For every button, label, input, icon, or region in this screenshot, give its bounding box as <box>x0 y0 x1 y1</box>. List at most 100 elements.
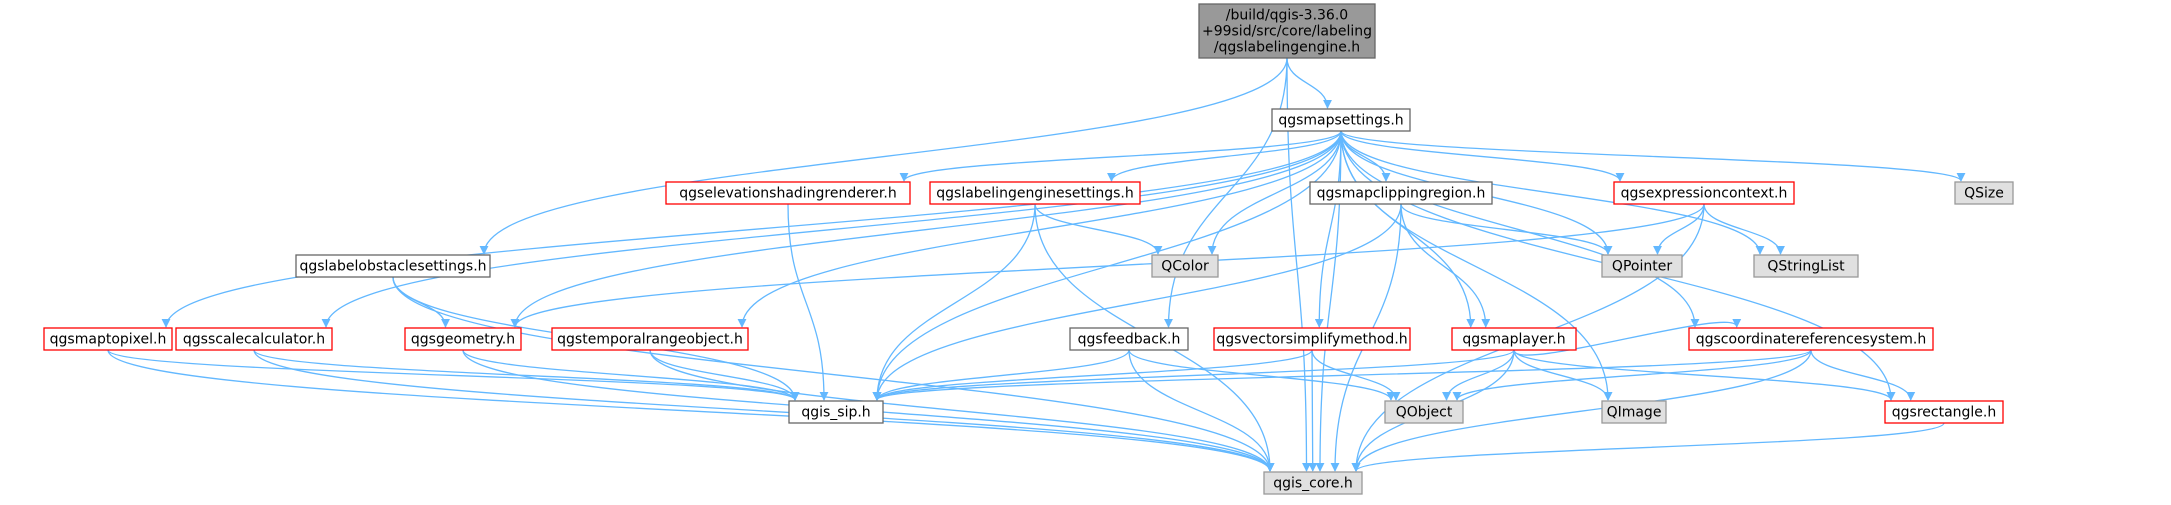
edge-qgslabelobstaclesettings_h-to-qgis_core_h <box>392 276 1275 472</box>
edge-qgsmapclippingregion_h-to-qgis_sip_h <box>872 203 1402 401</box>
node-qsize[interactable]: QSize <box>1954 181 2014 205</box>
edge-qgsmapsettings_h-to-qgsgeometry_h <box>510 130 1342 328</box>
edge-qgsmaptopixel_h-to-qgis_sip_h <box>107 349 800 401</box>
node-qgsmapclippingregion-h[interactable]: qgsmapclippingregion.h <box>1309 181 1493 205</box>
edge-qgscoordinatereferencesystem_h-to-qgis_core_h <box>1351 349 1812 472</box>
node-box <box>43 327 173 351</box>
edge-qgsmaplayer_h-to-qobject <box>1442 349 1515 401</box>
node-box <box>1884 400 2004 424</box>
edge-qgscoordinatereferencesystem_h-to-qobject <box>1452 349 1812 401</box>
edge-qgsmapsettings_h-to-qgsscalecalculator_h <box>321 130 1342 328</box>
edge-qgsmapsettings_h-to-qgscoordinatereferencesystem_h <box>1340 130 1700 328</box>
edge-qgsrectangle_h-to-qgis_core_h <box>1351 422 1945 472</box>
edge-qgsmaplayer_h-to-qgis_sip_h <box>872 349 1515 401</box>
node-box <box>1069 327 1189 351</box>
node-qgis-core-h[interactable]: qgis_core.h <box>1263 471 1363 495</box>
edge-qgscoordinatereferencesystem_h-to-qgsrectangle_h <box>1810 349 1916 401</box>
node-qpointer[interactable]: QPointer <box>1601 254 1683 278</box>
node-label: qgsscalecalculator.h <box>183 332 325 348</box>
node-qgslabelobstaclesettings-h[interactable]: qgslabelobstaclesettings.h <box>295 254 491 278</box>
edge-qgsmapclippingregion_h-to-qpointer <box>1400 203 1613 255</box>
edge-qgsexpressioncontext_h-to-qpointer <box>1653 203 1705 255</box>
node-label: qgslabelingenginesettings.h <box>936 186 1133 202</box>
edge-qgscoordinatereferencesystem_h-to-qgis_sip_h <box>872 349 1812 401</box>
node-qgselevationshadingrenderer-h[interactable]: qgselevationshadingrenderer.h <box>665 181 911 205</box>
edge-qgslabelingengine_h-to-qgsfeedback_h <box>1164 57 1288 328</box>
node-qcolor[interactable]: QColor <box>1151 254 1219 278</box>
node-box <box>788 400 884 424</box>
edge-qgslabelingengine_h-to-qgslabelobstaclesettings_h <box>479 57 1288 255</box>
node-box <box>1309 181 1493 205</box>
node-label: qgsmapsettings.h <box>1278 113 1403 129</box>
node-box <box>1613 181 1795 205</box>
node-box <box>1753 254 1859 278</box>
node-label: QImage <box>1607 405 1662 421</box>
edge-qgsfeedback_h-to-qgis_core_h <box>1128 349 1275 472</box>
edge-qgsmaptopixel_h-to-qgis_core_h <box>107 349 1275 472</box>
node-box <box>404 327 522 351</box>
node-qgsexpressioncontext-h[interactable]: qgsexpressioncontext.h <box>1613 181 1795 205</box>
node-qgsmapsettings-h[interactable]: qgsmapsettings.h <box>1271 108 1411 132</box>
node-box <box>1213 327 1411 351</box>
edge-qgsscalecalculator_h-to-qgis_sip_h <box>253 349 800 401</box>
node-qgslabelingenginesettings-h[interactable]: qgslabelingenginesettings.h <box>929 181 1141 205</box>
node-qimage[interactable]: QImage <box>1601 400 1667 424</box>
node-box <box>1451 327 1577 351</box>
node-qgscoordinatereferencesystem-h[interactable]: qgscoordinatereferencesystem.h <box>1688 327 1934 351</box>
node-qstringlist[interactable]: QStringList <box>1753 254 1859 278</box>
edge-qgsfeedback_h-to-qobject <box>1128 349 1396 401</box>
edge-qgsmapsettings_h-to-qgsvectorsimplifymethod_h <box>1314 130 1342 328</box>
node-qgslabelingengine-h[interactable]: /build/qgis-3.36.0+99sid/src/core/labeli… <box>1198 3 1376 59</box>
edge-qgsmapsettings_h-to-qgsexpressioncontext_h <box>1340 130 1625 182</box>
edge-qgsexpressioncontext_h-to-qstringlist <box>1703 203 1785 255</box>
node-qgstemporalrangeobject-h[interactable]: qgstemporalrangeobject.h <box>551 327 749 351</box>
node-label: QObject <box>1396 405 1453 421</box>
node-label: QPointer <box>1612 259 1672 275</box>
edge-qgstemporalrangeobject_h-to-qgis_core_h <box>649 349 1275 472</box>
node-qobject[interactable]: QObject <box>1384 400 1464 424</box>
node-label: qgsrectangle.h <box>1892 405 1996 421</box>
node-qgsmaplayer-h[interactable]: qgsmaplayer.h <box>1451 327 1577 351</box>
edge-qgsfeedback_h-to-qgis_sip_h <box>872 349 1130 401</box>
node-label: QColor <box>1161 259 1209 275</box>
node-label: /qgslabelingengine.h <box>1214 40 1360 56</box>
node-label: qgscoordinatereferencesystem.h <box>1696 332 1927 348</box>
node-box <box>1384 400 1464 424</box>
node-label: QSize <box>1964 186 2004 202</box>
edge-qgsmapsettings_h-to-qimage <box>1340 130 1613 401</box>
node-label: qgis_core.h <box>1273 476 1353 492</box>
nodes-layer: /build/qgis-3.36.0+99sid/src/core/labeli… <box>43 3 2014 495</box>
edge-qgsmapsettings_h-to-qstringlist <box>1340 130 1765 255</box>
edge-qgsmapclippingregion_h-to-qgsmaplayer_h <box>1400 203 1491 328</box>
edge-qgslabelingenginesettings_h-to-qcolor <box>1034 203 1163 255</box>
edge-qgsmapsettings_h-to-qcolor <box>1207 130 1342 255</box>
node-box <box>665 181 911 205</box>
edge-qgslabelingenginesettings_h-to-qgis_sip_h <box>872 203 1036 401</box>
node-qgsrectangle-h[interactable]: qgsrectangle.h <box>1884 400 2004 424</box>
node-qgsvectorsimplifymethod-h[interactable]: qgsvectorsimplifymethod.h <box>1213 327 1411 351</box>
node-label: /build/qgis-3.36.0 <box>1226 8 1348 24</box>
node-label: qgsmapclippingregion.h <box>1317 186 1486 202</box>
node-qgis-sip-h[interactable]: qgis_sip.h <box>788 400 884 424</box>
node-qgsfeedback-h[interactable]: qgsfeedback.h <box>1069 327 1189 351</box>
node-box <box>1151 254 1219 278</box>
node-qgsscalecalculator-h[interactable]: qgsscalecalculator.h <box>175 327 333 351</box>
edge-qgsvectorsimplifymethod_h-to-qgis_sip_h <box>872 349 1313 401</box>
node-qgsmaptopixel-h[interactable]: qgsmaptopixel.h <box>43 327 173 351</box>
node-label: qgstemporalrangeobject.h <box>557 332 743 348</box>
node-qgsgeometry-h[interactable]: qgsgeometry.h <box>404 327 522 351</box>
node-label: qgselevationshadingrenderer.h <box>679 186 896 202</box>
edge-qgsmapsettings_h-to-qsize <box>1340 130 1966 182</box>
node-label: qgslabelobstaclesettings.h <box>299 259 486 275</box>
edge-qgsscalecalculator_h-to-qgis_core_h <box>253 349 1275 472</box>
edge-qgsmapsettings_h-to-qgstemporalrangeobject_h <box>737 130 1342 328</box>
node-box <box>929 181 1141 205</box>
node-box <box>295 254 491 278</box>
edge-qgsexpressioncontext_h-to-qgsgeometry_h <box>510 203 1705 328</box>
edge-qgsvectorsimplifymethod_h-to-qgis_core_h <box>1308 349 1318 472</box>
node-box <box>175 327 333 351</box>
node-label: qgsmaptopixel.h <box>50 332 167 348</box>
node-label: qgsvectorsimplifymethod.h <box>1216 332 1407 348</box>
node-label: qgsgeometry.h <box>411 332 515 348</box>
